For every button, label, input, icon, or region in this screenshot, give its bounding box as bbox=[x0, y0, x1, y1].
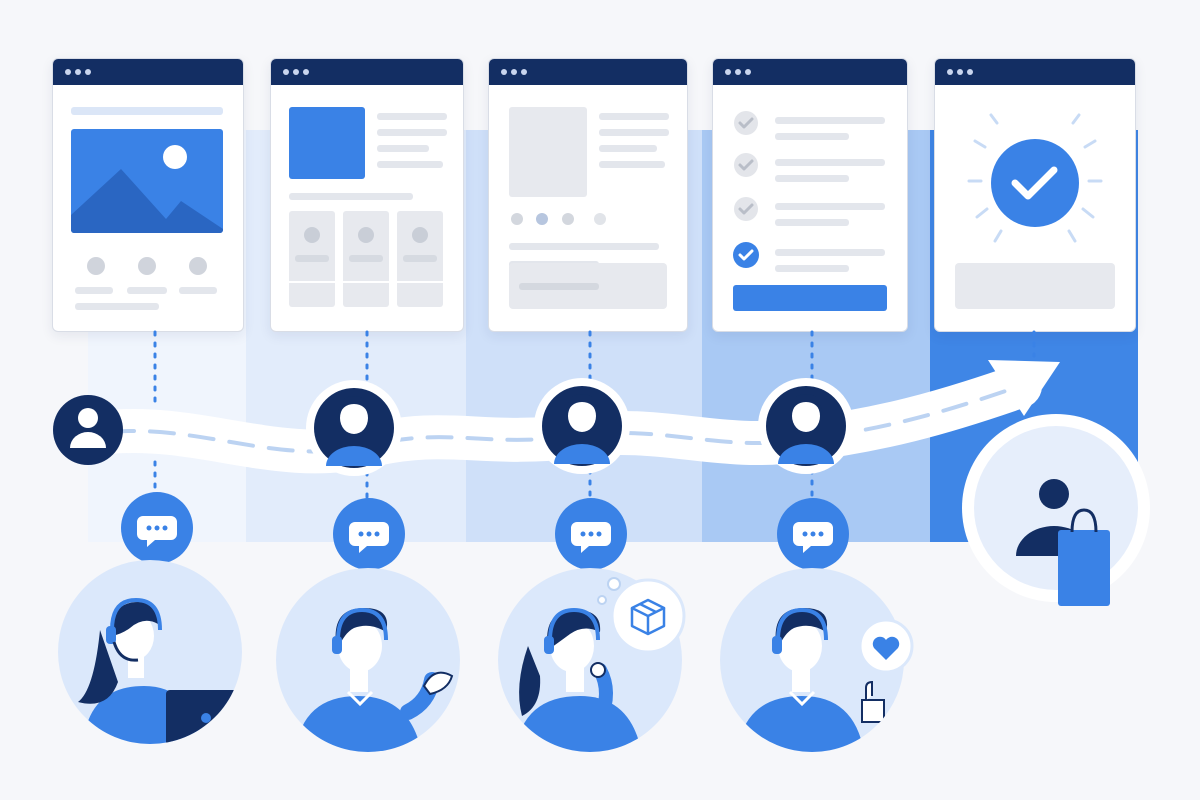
confirmation-panel bbox=[955, 263, 1115, 309]
text-line bbox=[179, 287, 217, 294]
screen-product-compare bbox=[488, 58, 688, 332]
chat-bubble-icon[interactable] bbox=[333, 498, 405, 570]
text-line bbox=[775, 175, 849, 182]
window-titlebar bbox=[271, 59, 463, 85]
success-burst bbox=[967, 113, 1103, 243]
checklist bbox=[733, 111, 759, 268]
heart-badge bbox=[858, 618, 914, 674]
option-dot bbox=[304, 227, 320, 243]
text-line bbox=[775, 203, 885, 210]
screen-product-details bbox=[270, 58, 464, 332]
text-line bbox=[599, 161, 665, 168]
text-line bbox=[403, 255, 437, 262]
check-circle-active-icon bbox=[733, 242, 759, 268]
window-titlebar bbox=[489, 59, 687, 85]
carousel-dot[interactable] bbox=[138, 257, 156, 275]
agent-thumbs-up-heart bbox=[720, 568, 914, 752]
window-titlebar bbox=[713, 59, 907, 85]
text-line bbox=[519, 283, 599, 290]
text-line bbox=[509, 243, 659, 250]
swatch-dot[interactable] bbox=[562, 213, 574, 225]
text-line bbox=[377, 129, 447, 136]
check-circle-icon bbox=[734, 153, 758, 177]
screen-checkout-checklist bbox=[712, 58, 908, 332]
text-line bbox=[377, 113, 447, 120]
text-line bbox=[349, 255, 383, 262]
customer-avatar-icon bbox=[534, 378, 630, 474]
text-line bbox=[75, 287, 113, 294]
text-line bbox=[289, 193, 413, 200]
text-line bbox=[127, 287, 167, 294]
text-line bbox=[599, 145, 657, 152]
swatch-dot[interactable] bbox=[594, 213, 606, 225]
customer-avatar-icon bbox=[758, 378, 854, 474]
customer-avatar-icon bbox=[306, 380, 402, 476]
checkmark-icon bbox=[991, 139, 1079, 227]
chat-bubble-icon[interactable] bbox=[555, 498, 627, 570]
image-icon bbox=[71, 145, 223, 233]
text-line bbox=[775, 265, 849, 272]
checkout-button[interactable] bbox=[733, 285, 887, 311]
package-icon bbox=[630, 598, 666, 636]
text-line bbox=[775, 219, 849, 226]
text-line bbox=[377, 161, 443, 168]
product-image-placeholder bbox=[509, 107, 587, 197]
sparkle-rays bbox=[967, 113, 1103, 243]
chat-bubble-icon[interactable] bbox=[777, 498, 849, 570]
text-line bbox=[775, 133, 849, 140]
swatch-dot[interactable] bbox=[511, 213, 523, 225]
text-line bbox=[775, 249, 885, 256]
text-line bbox=[599, 113, 669, 120]
chat-bubble-icon[interactable] bbox=[121, 492, 193, 564]
screen-order-confirmed bbox=[934, 58, 1136, 332]
hero-image bbox=[71, 129, 223, 233]
text-line bbox=[775, 117, 885, 124]
screen-product-listing bbox=[52, 58, 244, 332]
card-divider bbox=[289, 281, 443, 283]
carousel-dot[interactable] bbox=[189, 257, 207, 275]
option-dot bbox=[412, 227, 428, 243]
header-line bbox=[71, 107, 223, 115]
agent-gesturing bbox=[276, 568, 460, 752]
agent-with-laptop bbox=[58, 560, 242, 744]
text-line bbox=[775, 159, 885, 166]
customer-shopping-bag-icon bbox=[962, 414, 1150, 606]
carousel-dot[interactable] bbox=[87, 257, 105, 275]
window-titlebar bbox=[935, 59, 1135, 85]
product-thumbnail bbox=[289, 107, 365, 179]
check-circle-icon bbox=[734, 111, 758, 135]
agent-thinking-package bbox=[498, 568, 686, 752]
user-icon bbox=[53, 395, 123, 465]
check-circle-icon bbox=[734, 197, 758, 221]
text-line bbox=[75, 303, 159, 310]
journey-arrowhead bbox=[988, 360, 1060, 416]
text-line bbox=[599, 129, 669, 136]
heart-icon bbox=[872, 636, 900, 660]
text-line bbox=[377, 145, 429, 152]
swatch-dot-selected[interactable] bbox=[536, 213, 548, 225]
journey-road-dashes bbox=[108, 384, 1022, 454]
option-dot bbox=[358, 227, 374, 243]
window-titlebar bbox=[53, 59, 243, 85]
text-line bbox=[295, 255, 329, 262]
